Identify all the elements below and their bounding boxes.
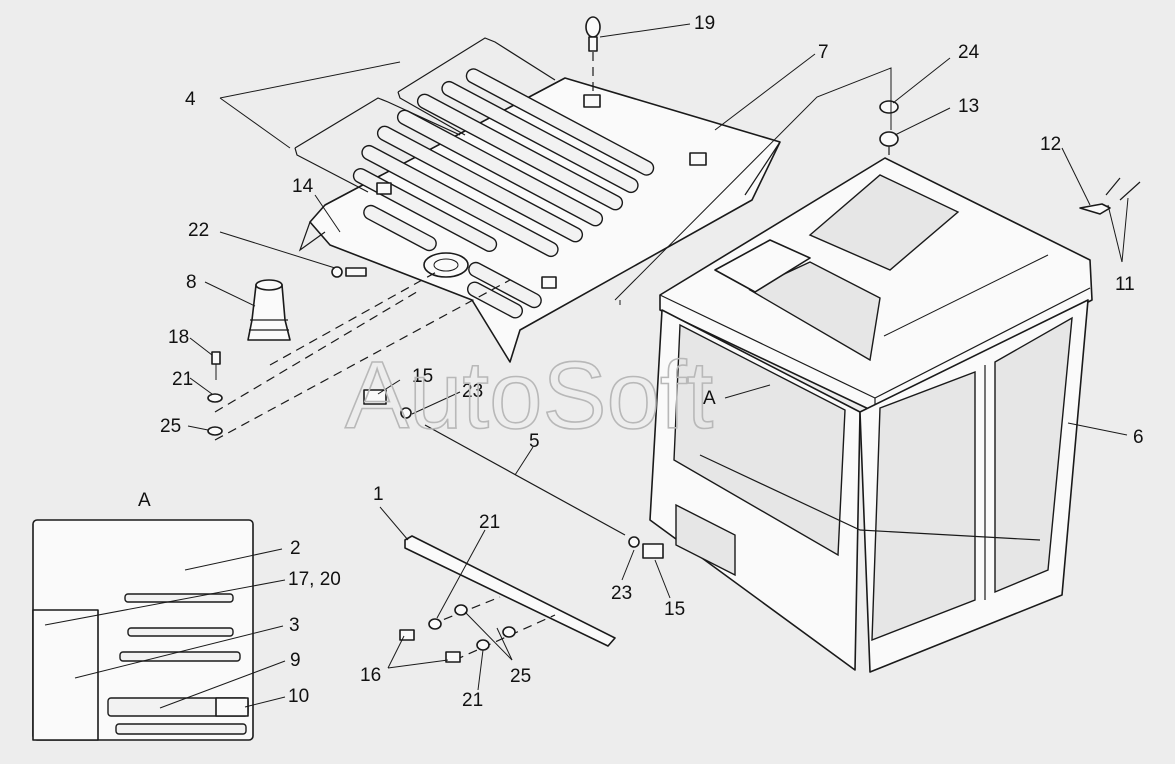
callout-19: 19: [694, 13, 715, 34]
callout-8: 8: [186, 272, 197, 293]
callout-24: 24: [958, 42, 980, 63]
eye-bolt: [585, 16, 601, 92]
callout-16: 16: [360, 665, 381, 686]
tie-rod: [363, 389, 664, 559]
callout-4: 4: [185, 89, 196, 110]
detail-callout-10: 10: [288, 686, 309, 707]
detail-callout-9: 9: [290, 650, 301, 671]
callout-A: A: [703, 388, 716, 409]
callout-15: 15: [664, 599, 685, 620]
callout-21: 21: [479, 512, 500, 533]
roof-mount-pad: [583, 94, 601, 108]
cushion-13: [879, 131, 899, 147]
callout-14: 14: [292, 176, 314, 197]
detail-callout-17-20: 17, 20: [288, 569, 341, 590]
rubber-boot: [247, 279, 291, 341]
callout-12: 12: [1040, 134, 1061, 155]
callout-21: 21: [172, 369, 193, 390]
callout-22: 22: [188, 220, 209, 241]
leader-lines: [187, 23, 1129, 691]
detail-callout-2: 2: [290, 538, 301, 559]
callout-7: 7: [818, 42, 829, 63]
roof-ribs: [352, 68, 655, 319]
callout-23: 23: [611, 583, 632, 604]
clips: [1079, 177, 1141, 215]
callout-21: 21: [462, 690, 483, 711]
callout-1: 1: [373, 484, 384, 505]
bolt-22: [331, 266, 367, 278]
callout-6: 6: [1133, 427, 1144, 448]
callout-5: 5: [529, 431, 540, 452]
roof-vent-cap: [423, 252, 469, 278]
handrails: [294, 37, 556, 193]
callout-25: 25: [510, 666, 531, 687]
watermark: AutoSoft: [345, 342, 713, 449]
detail-view-a: A 2 17, 20 3 9 10: [32, 490, 341, 741]
callout-23: 23: [462, 381, 483, 402]
mounting-bar: [399, 535, 616, 663]
roof-panel: [298, 68, 781, 363]
nut-24: [879, 100, 899, 114]
bolt-18: [207, 351, 223, 436]
callout-13: 13: [958, 96, 979, 117]
cab-frame: [649, 157, 1093, 673]
callout-25: 25: [160, 416, 181, 437]
callout-labels: 19 7 24 4 13 12 14 22 8 11 18 15 21 23 A…: [160, 13, 1144, 711]
callout-11: 11: [1115, 274, 1135, 295]
detail-view-title: A: [138, 490, 151, 511]
callout-15: 15: [412, 366, 433, 387]
callout-18: 18: [168, 327, 189, 348]
detail-callout-3: 3: [289, 615, 300, 636]
